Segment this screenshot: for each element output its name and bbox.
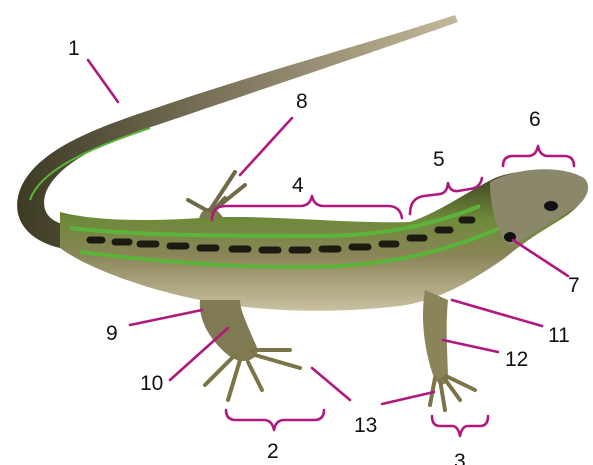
label-4: 4 <box>292 174 304 197</box>
brace-2 <box>226 410 324 430</box>
brace-4 <box>212 196 402 220</box>
leader-13b <box>382 392 434 404</box>
label-8: 8 <box>296 90 308 113</box>
label-11: 11 <box>548 324 570 347</box>
eye <box>544 201 558 211</box>
label-2: 2 <box>267 440 279 463</box>
lizard-illustration <box>17 15 588 410</box>
leader-12 <box>443 340 498 352</box>
label-9: 9 <box>106 322 118 345</box>
label-1: 1 <box>68 37 80 60</box>
front-leg <box>423 290 448 384</box>
label-6: 6 <box>529 108 541 131</box>
leader-1 <box>88 60 118 102</box>
leader-11 <box>452 300 542 326</box>
brace-6 <box>503 146 574 166</box>
lizard-head <box>490 169 588 246</box>
hind-leg <box>200 300 258 361</box>
brace-3 <box>432 416 488 436</box>
label-10: 10 <box>140 372 163 395</box>
leader-8 <box>240 118 292 175</box>
leader-7 <box>513 240 568 276</box>
label-3: 3 <box>454 450 466 465</box>
label-5: 5 <box>433 148 445 171</box>
leader-9 <box>130 310 202 325</box>
label-13: 13 <box>354 414 377 437</box>
leader-13a <box>312 368 350 400</box>
label-7: 7 <box>568 274 580 297</box>
label-12: 12 <box>505 348 528 371</box>
